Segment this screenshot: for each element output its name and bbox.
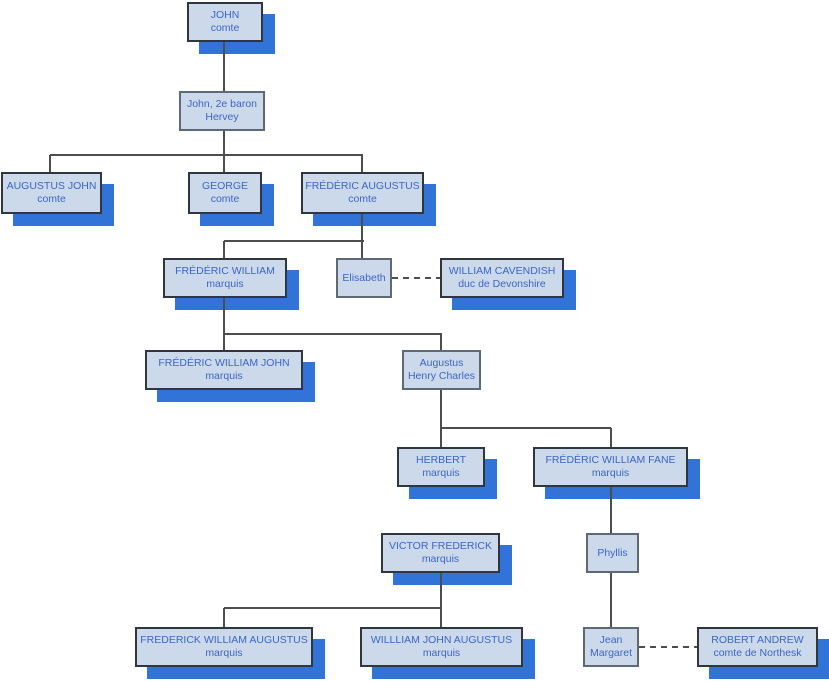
- node-name: ROBERT ANDREW: [711, 634, 804, 646]
- node-title: comte: [348, 193, 377, 205]
- descent-connector-line: [224, 607, 442, 609]
- descent-connector-line: [224, 240, 364, 242]
- node-name: FRÉDÉRIC WILLIAM JOHN: [158, 357, 290, 369]
- descent-connector-line: [361, 214, 363, 241]
- node-title: marquis: [591, 467, 630, 479]
- descent-connector-line: [223, 298, 225, 334]
- tree-node-elisabeth[interactable]: Elisabeth: [336, 258, 392, 298]
- node-name: FREDERICK WILLIAM AUGUSTUS: [140, 634, 308, 646]
- node-title: marquis: [422, 647, 461, 659]
- descent-connector-line: [50, 154, 363, 156]
- node-name: AUGUSTUS JOHN: [6, 180, 97, 192]
- descent-connector-line: [441, 427, 611, 429]
- node-title: Hervey: [205, 111, 239, 123]
- node-name: John, 2e baron: [186, 98, 258, 110]
- node-name: Jean: [599, 634, 623, 646]
- node-title: marquis: [206, 278, 244, 290]
- node-name: WILLLIAM JOHN AUGUSTUS: [370, 634, 513, 646]
- node-name: FRÉDÉRIC WILLIAM: [175, 265, 275, 277]
- descent-connector-line: [440, 608, 442, 627]
- node-name: Elisabeth: [342, 271, 386, 284]
- descent-connector-line: [440, 390, 442, 428]
- node-title: Henry Charles: [407, 370, 476, 382]
- node-name: JOHN: [210, 9, 240, 21]
- node-title: marquis: [205, 370, 243, 382]
- descent-connector-line: [610, 487, 612, 533]
- node-name: WILLIAM CAVENDISH: [448, 265, 556, 277]
- descent-connector-line: [49, 155, 51, 172]
- node-title: comte: [210, 22, 240, 34]
- descent-connector-line: [224, 333, 442, 335]
- descent-connector-line: [223, 131, 225, 155]
- descent-connector-line: [361, 241, 363, 258]
- descent-connector-line: [223, 42, 225, 91]
- descent-connector-line: [361, 155, 363, 172]
- descent-connector-line: [223, 608, 225, 627]
- descent-connector-line: [440, 573, 442, 608]
- node-name: VICTOR FREDERICK: [388, 540, 493, 552]
- node-title: comte de Northesk: [713, 647, 802, 659]
- descent-connector-line: [610, 573, 612, 627]
- node-name: HERBERT: [416, 454, 466, 466]
- node-name: Augustus: [419, 357, 464, 369]
- tree-node-phyllis[interactable]: Phyllis: [586, 533, 639, 573]
- node-title: marquis: [205, 647, 243, 659]
- marriage-connector-line: [392, 277, 440, 279]
- node-title: comte: [37, 193, 66, 205]
- node-name: Phyllis: [597, 546, 628, 559]
- node-title: duc de Devonshire: [458, 278, 546, 290]
- descent-connector-line: [440, 334, 442, 350]
- node-name: GEORGE: [201, 180, 249, 192]
- descent-connector-line: [440, 428, 442, 447]
- descent-connector-line: [223, 241, 225, 258]
- marriage-connector-line: [639, 646, 697, 648]
- descent-connector-line: [610, 428, 612, 447]
- descent-connector-line: [223, 155, 225, 172]
- node-title: marquis: [422, 467, 460, 479]
- descent-connector-line: [223, 334, 225, 350]
- node-title: marquis: [421, 553, 460, 565]
- node-name: FRÉDÉRIC AUGUSTUS: [305, 180, 420, 192]
- node-name: FRÉDÉRIC WILLIAM FANE: [545, 454, 676, 466]
- node-title: comte: [210, 193, 240, 205]
- node-title: Margaret: [589, 647, 632, 659]
